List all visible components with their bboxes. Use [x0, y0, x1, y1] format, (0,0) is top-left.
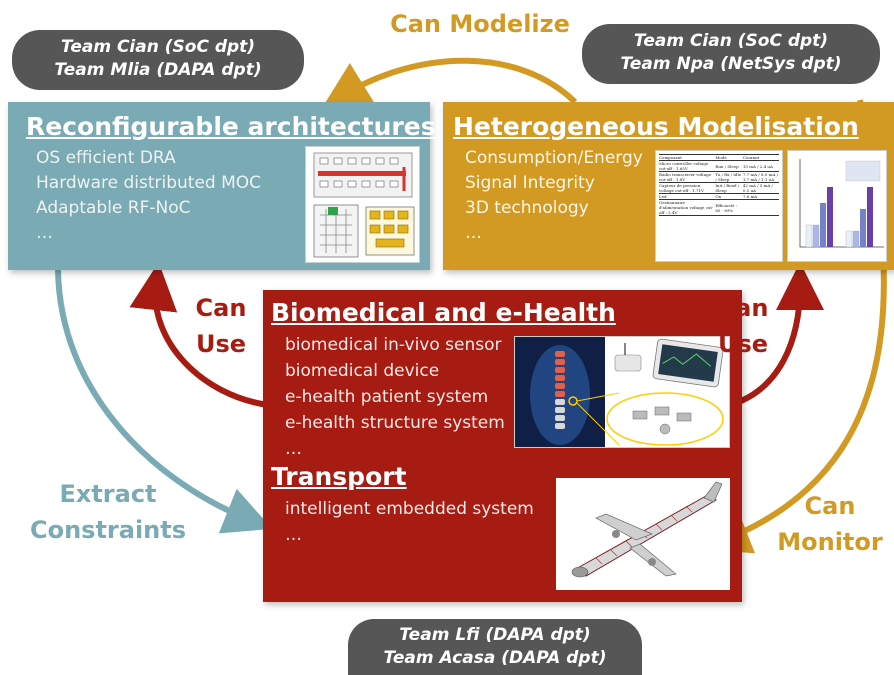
list-item: …: [285, 439, 302, 459]
list-item: Hardware distributed MOC: [36, 173, 262, 193]
heterogeneous-modelisation-title: Heterogeneous Modelisation: [453, 112, 859, 141]
list-item: biomedical in-vivo sensor: [285, 335, 502, 355]
can-use-right-label: Can Use: [708, 290, 778, 362]
can-monitor-line-2: Monitor: [777, 528, 883, 556]
extract-constraints-label: Extract Constraints: [20, 476, 196, 548]
team-bubble-top-left: Team Cian (SoC dpt) Team Mlia (DAPA dpt): [12, 30, 304, 90]
table-cell: Micro controller voltage cut-off : 1.65V: [659, 161, 709, 171]
can-use-left-line-1: Can: [195, 294, 247, 322]
can-use-right-arrow: [729, 262, 824, 408]
can-monitor-line-1: Can: [804, 492, 856, 520]
heterogeneous-items: Consumption/Energy Signal Integrity 3D t…: [465, 146, 643, 246]
table-cell: Capteur de pression voltage cut-off : 1.…: [659, 183, 704, 193]
can-use-right-line-2: Use: [717, 330, 769, 358]
list-item: …: [36, 223, 53, 243]
consumption-bar-chart-image: [787, 150, 887, 262]
biomedical-items: biomedical in-vivo sensor biomedical dev…: [285, 332, 505, 462]
table-cell: Mode: [715, 155, 727, 160]
table-cell: Gestionnaire d'alimentation voltage cut-…: [659, 200, 714, 215]
table-cell: Courant: [742, 155, 760, 160]
table-cell: Init / Read / Sleep: [715, 183, 740, 193]
applications-box: Biomedical and e-Health biomedical in-vi…: [263, 290, 742, 602]
list-item: biomedical device: [285, 361, 440, 381]
list-item: e-health patient system: [285, 387, 489, 407]
table-cell: Efficacité : 85 - 89%: [715, 202, 738, 213]
table-cell: 7.6 mA: [742, 194, 758, 199]
consumption-table: Composant Mode Courant Micro controller …: [659, 154, 779, 216]
extract-constraints-line-2: Constraints: [29, 516, 187, 544]
list-item: e-health structure system: [285, 413, 505, 433]
table-cell: Tx / Rx / Idle / Sleep: [715, 172, 742, 182]
list-item: 3D technology: [465, 198, 589, 218]
architecture-diagram-image: [305, 146, 420, 263]
table-cell: On: [715, 194, 722, 199]
list-item: OS efficient DRA: [36, 148, 176, 168]
table-cell: 7.7 mA / 8.5 mA / 1.7 mA / 1.1 uA: [742, 172, 778, 182]
biomedical-title: Biomedical and e-Health: [271, 298, 616, 327]
table-cell: Led: [659, 194, 667, 199]
team-line: Team Npa (NetSys dpt): [620, 54, 842, 74]
can-use-left-line-2: Use: [195, 330, 247, 358]
team-bubble-top-right: Team Cian (SoC dpt) Team Npa (NetSys dpt…: [582, 24, 880, 84]
can-modelize-label: Can Modelize: [390, 10, 570, 38]
extract-constraints-line-1: Extract: [59, 480, 157, 508]
table-cell: [743, 200, 779, 216]
biomedical-sensor-image: [514, 336, 730, 448]
list-item: …: [285, 525, 302, 545]
heterogeneous-modelisation-box: Heterogeneous Modelisation Consumption/E…: [443, 102, 894, 270]
can-use-right-line-1: Can: [717, 294, 769, 322]
transport-items: intelligent embedded system …: [285, 496, 534, 548]
reconfigurable-architectures-title: Reconfigurable architectures: [26, 112, 436, 141]
team-line: Team Lfi (DAPA dpt): [399, 625, 591, 645]
reconfigurable-architectures-box: Reconfigurable architectures OS efficien…: [8, 102, 436, 270]
transport-title: Transport: [271, 462, 407, 491]
team-line: Team Cian (SoC dpt): [633, 31, 829, 51]
table-cell: 42 mA / 5 mA / 0.5 uA: [742, 183, 773, 193]
team-line: Team Mlia (DAPA dpt): [54, 60, 262, 80]
table-cell: Composant: [659, 155, 682, 160]
can-use-left-arrow: [129, 262, 269, 408]
team-line: Team Acasa (DAPA dpt): [383, 648, 607, 668]
list-item: Signal Integrity: [465, 173, 595, 193]
list-item: Consumption/Energy: [465, 148, 643, 168]
list-item: Adaptable RF-NoC: [36, 198, 191, 218]
team-bubble-bottom: Team Lfi (DAPA dpt) Team Acasa (DAPA dpt…: [348, 619, 642, 675]
team-line: Team Cian (SoC dpt): [60, 37, 256, 57]
consumption-table-image: Composant Mode Courant Micro controller …: [655, 150, 783, 262]
table-cell: Run / Sleep: [715, 163, 739, 169]
can-modelize-arrow: [321, 57, 578, 109]
table-cell: 10 mA / 2.4 uA: [742, 163, 773, 169]
table-cell: Radio transceiver voltage cut-off : 1.8V: [659, 172, 712, 182]
list-item: intelligent embedded system: [285, 499, 534, 519]
list-item: …: [465, 223, 482, 243]
can-use-left-label: Can Use: [186, 290, 256, 362]
can-monitor-label: Can Monitor: [766, 488, 894, 560]
reconfigurable-items: OS efficient DRA Hardware distributed MO…: [36, 146, 261, 246]
extract-constraints-arrow: [55, 269, 273, 534]
airplane-structure-image: [556, 478, 730, 590]
